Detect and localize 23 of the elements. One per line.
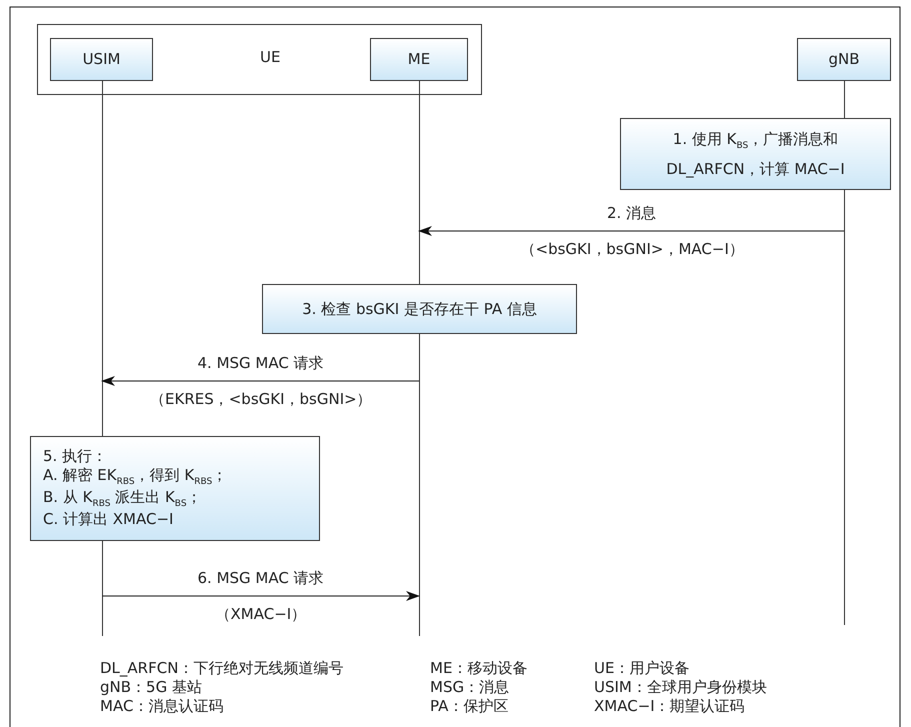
process-box: 1. 使用 K$_{BS}$，广播消息和 DL_ARFCN，计算 MAC−I <box>620 118 891 190</box>
edge-label: 4. MSG MAC 请求 <box>198 354 324 373</box>
participant-box: USIM <box>50 38 153 81</box>
participant-box: gNB <box>797 38 891 81</box>
glossary-entry: USIM：全球用户身份模块 <box>594 679 767 696</box>
process-box: 5. 执行： A. 解密 EK$_{RBS}$，得到 K$_{RBS}$； B. 从 K$_{RBS}$ 派生出 K$_{BS}$； C. 计算出 XMAC−I <box>30 436 320 541</box>
glossary-entry: MSG：消息 <box>430 679 510 696</box>
glossary-entry: MAC：消息认证码 <box>100 698 224 716</box>
glossary-entry: XMAC−I：期望认证码 <box>594 698 745 716</box>
participant-box: ME <box>370 38 468 81</box>
message-arrow <box>101 376 420 386</box>
group-title: UE <box>260 48 280 66</box>
group-box <box>37 24 482 95</box>
glossary-entry: UE：用户设备 <box>594 660 690 678</box>
glossary-entry: DL_ARFCN：下行绝对无线频道编号 <box>100 660 344 678</box>
glossary-entry: ME：移动设备 <box>430 660 528 678</box>
message-arrow <box>102 591 420 601</box>
glossary-entry: gNB：5G 基站 <box>100 679 202 696</box>
process-box: 3. 检查 bsGKI 是否存在干 PA 信息 <box>262 284 577 334</box>
edge-label: 2. 消息 <box>607 204 656 223</box>
edge-label: 6. MSG MAC 请求 <box>198 569 324 588</box>
glossary-entry: PA：保护区 <box>430 698 508 716</box>
message-arrow <box>418 226 844 236</box>
